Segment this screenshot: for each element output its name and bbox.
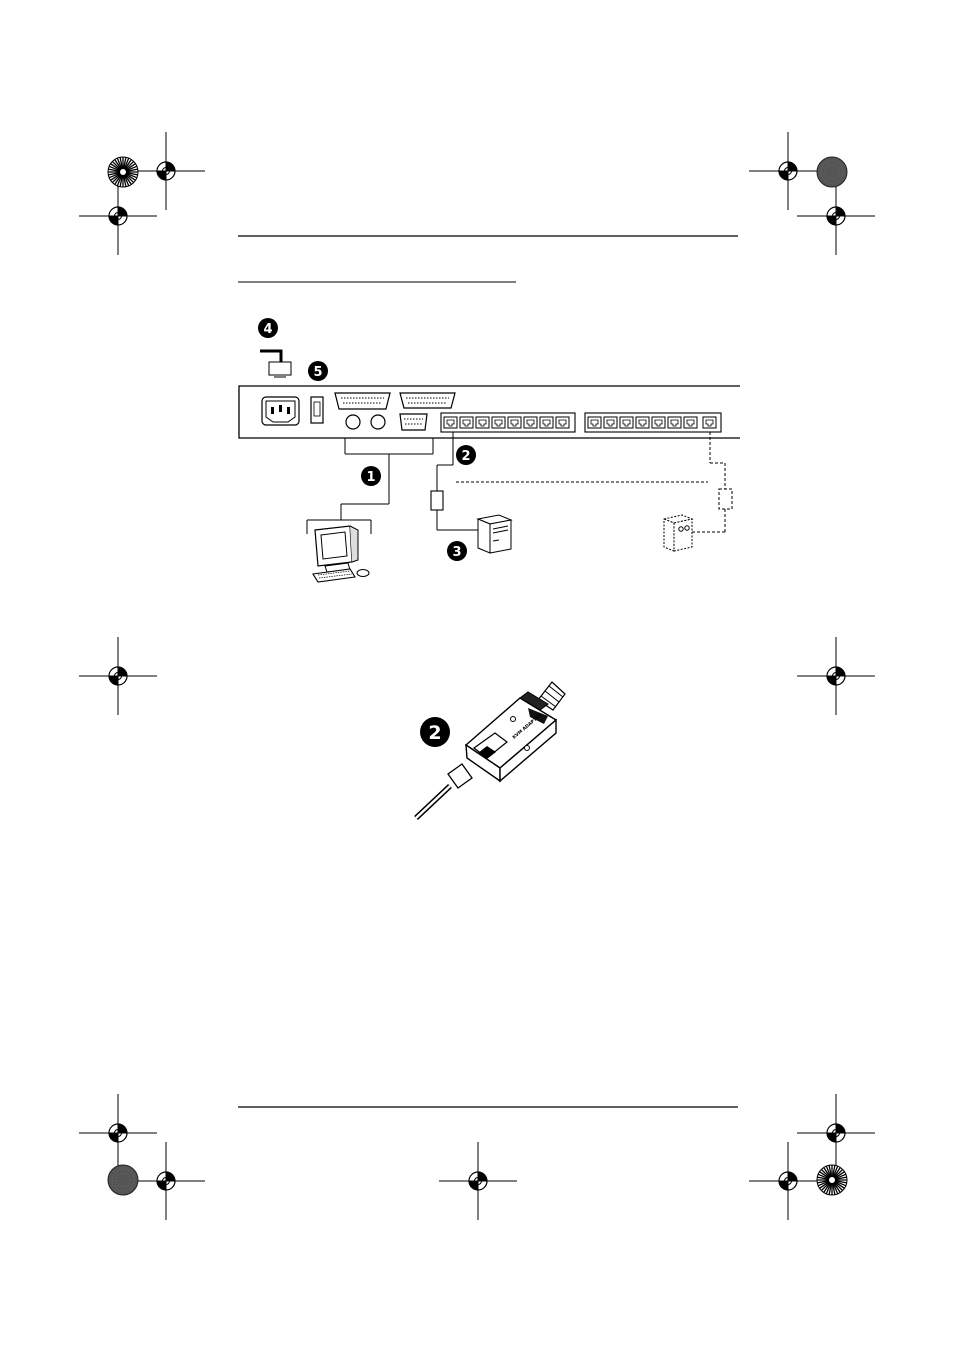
server-icon xyxy=(478,515,511,553)
svg-text:2: 2 xyxy=(461,449,470,464)
kvm-adapter-detail: KVM ADAPTER 2 xyxy=(416,682,565,818)
server-icon xyxy=(664,515,692,551)
registration-mark-icon xyxy=(797,177,875,255)
registration-mark-icon xyxy=(79,637,157,715)
grayscale-target-icon xyxy=(108,1165,138,1195)
registration-mark-icon xyxy=(127,1142,205,1220)
svg-text:5: 5 xyxy=(313,365,322,380)
svg-text:1: 1 xyxy=(366,470,375,485)
computer-console-icon xyxy=(313,526,369,582)
svg-text:3: 3 xyxy=(452,545,461,560)
registration-mark-icon xyxy=(127,132,205,210)
registration-mark-icon xyxy=(797,637,875,715)
svg-text:4: 4 xyxy=(263,322,272,337)
kvm-switch-rear-panel-icon xyxy=(239,386,740,438)
callout-5: 5 xyxy=(308,361,328,381)
registration-mark-icon xyxy=(439,1142,517,1220)
server-cable xyxy=(431,432,480,530)
callout-3: 3 xyxy=(447,541,467,561)
color-target-icon xyxy=(817,1165,847,1195)
registration-mark-icon xyxy=(797,1094,875,1172)
color-target-icon xyxy=(108,157,138,187)
callout-1: 1 xyxy=(361,466,381,486)
kvm-adapter-cable-icon: KVM ADAPTER xyxy=(466,682,565,781)
ground-wire-icon xyxy=(260,351,291,377)
installation-diagram: 4 5 1 2 3 xyxy=(239,318,740,582)
console-cables xyxy=(307,438,433,534)
callout-2-detail: 2 xyxy=(420,717,450,747)
registration-mark-icon xyxy=(79,177,157,255)
grayscale-target-icon xyxy=(817,157,847,187)
callout-4: 4 xyxy=(258,318,278,338)
registration-mark-icon xyxy=(749,132,827,210)
svg-text:2: 2 xyxy=(428,722,441,744)
callout-2: 2 xyxy=(456,445,476,465)
registration-mark-icon xyxy=(749,1142,827,1220)
registration-mark-icon xyxy=(79,1094,157,1172)
